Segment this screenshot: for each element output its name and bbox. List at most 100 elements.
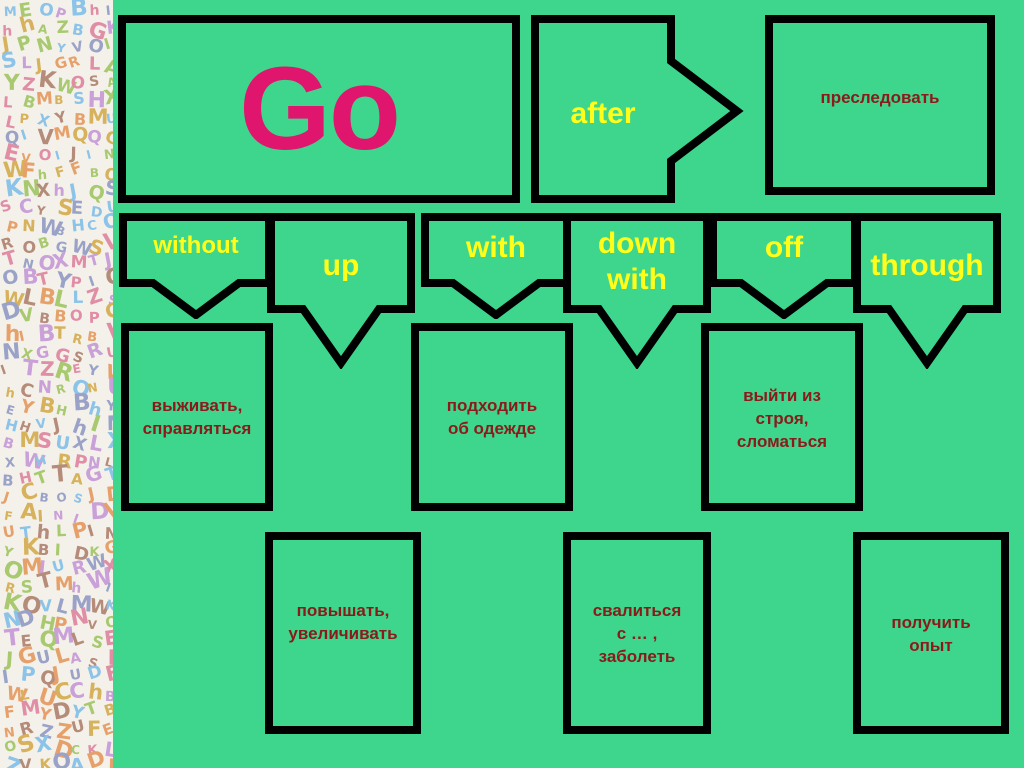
svg-text:I: I (18, 328, 26, 345)
svg-text:T: T (3, 624, 22, 652)
svg-text:V: V (39, 596, 53, 616)
svg-text:J: J (0, 31, 11, 56)
svg-text:B: B (72, 389, 91, 416)
svg-text:R: R (84, 338, 106, 364)
svg-text:Y: Y (0, 544, 15, 561)
svg-text:E: E (70, 197, 83, 219)
title-box: Go (118, 15, 520, 203)
svg-text:h: h (2, 23, 12, 39)
particle-without-label: without (153, 232, 239, 259)
svg-text:W: W (21, 447, 48, 475)
svg-text:N: N (104, 524, 113, 544)
svg-text:F: F (68, 157, 85, 179)
svg-text:O: O (22, 237, 37, 257)
svg-text:Y: Y (68, 702, 86, 725)
svg-text:N: N (22, 216, 36, 236)
svg-text:S: S (71, 349, 86, 367)
svg-text:X: X (33, 731, 53, 758)
svg-text:Z: Z (55, 719, 74, 745)
svg-text:L: L (20, 285, 39, 312)
svg-text:U: U (35, 647, 53, 670)
svg-text:F: F (20, 158, 36, 183)
svg-text:U: U (105, 344, 113, 362)
svg-text:I: I (102, 35, 113, 54)
svg-text:G: G (103, 537, 113, 560)
meaning-box-up: повышать, увеличивать (265, 532, 421, 734)
svg-text:h: h (4, 386, 16, 402)
svg-text:G: G (102, 127, 113, 150)
svg-text:h: h (86, 398, 104, 422)
svg-text:E: E (71, 361, 82, 376)
svg-text:A: A (106, 74, 113, 90)
svg-text:C: C (18, 379, 36, 403)
svg-text:G: G (52, 53, 69, 74)
svg-text:M: M (52, 123, 72, 146)
svg-text:G: G (102, 296, 113, 324)
meaning-after-text: преследовать (820, 88, 940, 107)
svg-text:U: U (54, 432, 72, 455)
svg-text:S: S (86, 656, 99, 673)
svg-text:L: L (103, 455, 113, 471)
svg-text:M: M (54, 573, 74, 596)
svg-text:h: h (71, 580, 82, 597)
svg-text:Y: Y (37, 703, 54, 724)
svg-text:L: L (72, 288, 83, 308)
particle-off-label: off (764, 231, 804, 264)
svg-text:S: S (107, 293, 113, 310)
svg-text:M: M (35, 89, 53, 110)
svg-text:D: D (90, 204, 103, 221)
svg-text:O: O (86, 35, 106, 59)
arrow-off (709, 213, 859, 319)
svg-text:V: V (19, 755, 33, 768)
svg-text:M: M (19, 694, 42, 721)
svg-text:G: G (35, 342, 51, 363)
meaning-through-text: получить опыт (891, 613, 971, 655)
svg-text:I: I (71, 512, 81, 528)
svg-text:S: S (90, 631, 106, 652)
svg-text:H: H (17, 419, 32, 437)
meaning-box-after: преследовать (765, 15, 995, 195)
svg-text:X: X (102, 83, 113, 110)
svg-text:N: N (103, 147, 113, 163)
svg-text:W: W (37, 213, 65, 242)
svg-text:N: N (21, 176, 41, 202)
svg-text:S: S (0, 47, 19, 74)
svg-text:I: I (87, 274, 97, 291)
svg-text:B: B (39, 490, 50, 505)
svg-text:I: I (37, 506, 44, 525)
meaning-box-through: получить опыт (853, 532, 1009, 734)
svg-text:L: L (54, 595, 71, 619)
meaning-without-text: выживать, справляться (142, 396, 252, 438)
svg-text:G: G (82, 460, 105, 488)
meaning-up-text: повышать, увеличивать (288, 601, 398, 643)
svg-text:A: A (102, 55, 113, 80)
svg-text:B: B (102, 699, 113, 720)
svg-text:h: h (17, 11, 38, 38)
svg-text:W: W (1, 287, 26, 313)
svg-text:I: I (38, 557, 47, 579)
svg-text:O: O (37, 250, 58, 276)
svg-text:A: A (69, 754, 86, 768)
svg-text:V: V (87, 617, 98, 632)
svg-text:P: P (70, 517, 91, 544)
svg-text:W: W (104, 359, 113, 387)
svg-text:K: K (1, 589, 25, 618)
svg-text:Y: Y (53, 267, 75, 294)
svg-text:F: F (103, 660, 113, 687)
svg-text:O: O (51, 748, 73, 768)
svg-text:K: K (4, 174, 26, 202)
svg-text:N: N (87, 453, 102, 473)
svg-text:h: h (87, 679, 105, 705)
svg-text:L: L (52, 642, 72, 669)
svg-text:T: T (35, 567, 55, 594)
svg-text:P: P (72, 451, 88, 474)
svg-text:M: M (20, 554, 44, 581)
svg-text:Y: Y (35, 203, 47, 218)
particle-down-with-label: down with (597, 227, 677, 296)
svg-text:B: B (105, 689, 113, 705)
svg-text:Y: Y (55, 41, 67, 56)
svg-text:I: I (19, 127, 29, 144)
svg-text:Z: Z (38, 721, 55, 744)
svg-text:B: B (2, 471, 15, 490)
svg-text:P: P (89, 309, 100, 327)
